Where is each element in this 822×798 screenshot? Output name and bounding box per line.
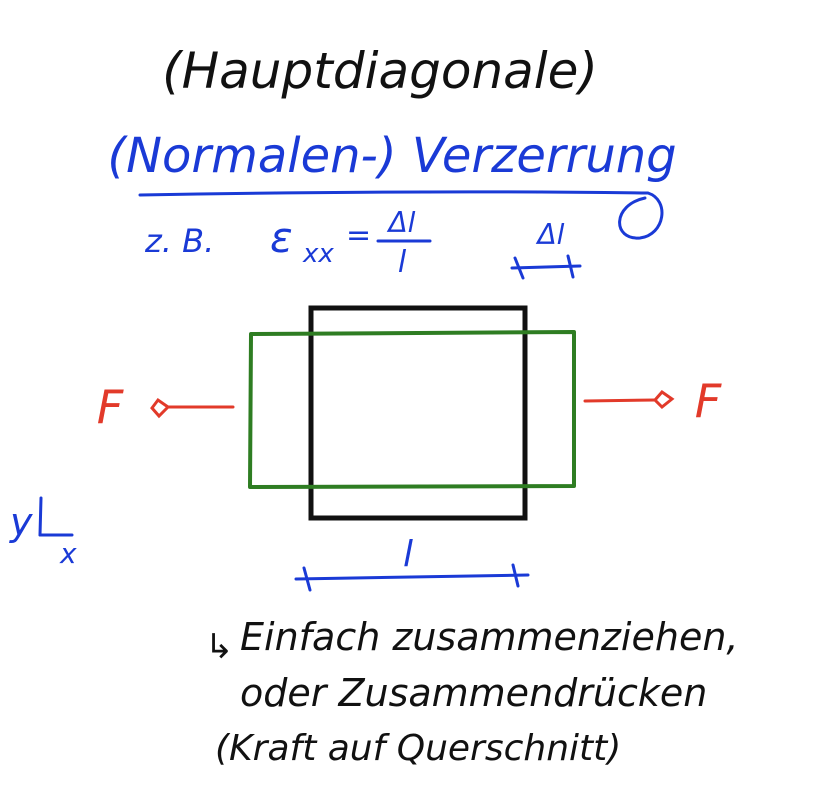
force-right-label: F	[695, 374, 722, 428]
note-line-1: Einfach zusammenziehen,	[240, 615, 739, 659]
axis-corner	[38, 496, 74, 537]
axis-y-label: y	[9, 500, 33, 544]
formula-numerator: Δl	[387, 206, 416, 239]
title-underline	[138, 190, 664, 240]
page-title: (Normalen-) Verzerrung	[107, 128, 676, 184]
force-left-arrow	[150, 397, 235, 419]
force-left-label: F	[97, 380, 124, 434]
strain-symbol: ε	[270, 213, 293, 262]
strain-subscript: xx	[302, 239, 334, 269]
length-label: l	[403, 534, 413, 575]
note-line-2: oder Zusammendrücken	[240, 671, 707, 715]
delta-l-dimension	[510, 254, 582, 280]
example-prefix: z. B.	[144, 222, 214, 260]
original-square	[308, 305, 528, 521]
delta-l-label: Δl	[536, 218, 565, 251]
note-arrow: ↳	[205, 627, 234, 667]
deformed-rectangle	[248, 330, 576, 489]
length-dimension	[294, 563, 530, 592]
subtitle: (Hauptdiagonale)	[162, 42, 598, 100]
formula-denominator: l	[398, 245, 407, 280]
axis-x-label: x	[59, 537, 77, 570]
formula-equals: =	[346, 218, 371, 253]
note-line-3: (Kraft auf Querschnitt)	[215, 728, 621, 769]
force-right-arrow	[583, 389, 675, 410]
